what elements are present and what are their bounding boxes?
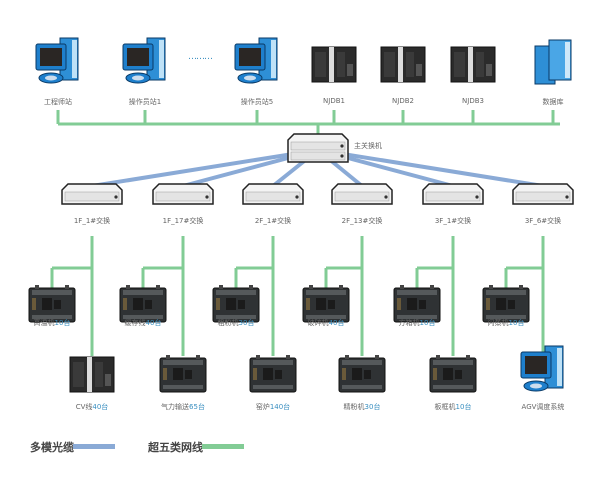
plc-device (211, 284, 261, 328)
top-node-label-text: 工程师站 (44, 98, 72, 106)
top-node-computer (32, 36, 84, 90)
device-label-text: 板框机 (434, 403, 456, 411)
controller-device (69, 354, 115, 398)
device-label-count: 40台 (145, 319, 162, 327)
device-label-text: 破碎机 (307, 319, 329, 327)
device-label-text: 粗粉机 (217, 319, 239, 327)
floor-switch-label: 1F_17#交换 (163, 216, 204, 226)
device-label-count: 40台 (92, 403, 109, 411)
top-node-label-text: 数据库 (542, 98, 564, 106)
floor-switch (241, 182, 305, 210)
device-label-text: AGV调度系统 (521, 403, 565, 411)
plc-device (481, 284, 531, 328)
top-node-label-text: NJDB1 (323, 97, 345, 105)
floor-switch (60, 182, 124, 210)
device-label: 窑炉140台 (256, 402, 290, 412)
device-label: 板框机10台 (435, 402, 472, 412)
floor-switch-label: 3F_6#交换 (525, 216, 561, 226)
device-label-count: 65台 (189, 403, 205, 411)
top-node-label: NJDB3 (462, 97, 484, 105)
computer-device (517, 344, 569, 398)
device-label: 粗粉机30台 (218, 318, 255, 328)
device-label-text: 窑炉 (255, 403, 270, 411)
device-label-count: 140台 (269, 403, 291, 411)
top-node-label-text: NJDB3 (462, 97, 484, 105)
top-node-label-text: NJDB2 (392, 97, 414, 105)
plc-device (337, 354, 387, 398)
top-node-computer (119, 36, 171, 90)
device-label-text: CV线 (75, 403, 93, 411)
top-node-computer (231, 36, 283, 90)
plc-device (428, 354, 478, 398)
legend-fiber-swatch (73, 444, 115, 449)
fiber-link (317, 148, 544, 188)
plc-device (392, 284, 442, 328)
floor-switch-label: 2F_13#交换 (342, 216, 383, 226)
top-node-label: 工程师站 (44, 97, 72, 107)
top-node-controller (380, 44, 426, 88)
plc-device (158, 354, 208, 398)
fiber-link (91, 148, 319, 188)
main-switch-label: 主关换机 (354, 141, 382, 151)
device-label-count: 10台 (508, 319, 525, 327)
device-label-count: 10台 (419, 319, 436, 327)
main-switch (286, 132, 350, 168)
device-label-text: 精粉机 (343, 403, 365, 411)
plc-device (118, 284, 168, 328)
device-label: 闪蒸机10台 (488, 318, 525, 328)
device-label: CV线40台 (76, 402, 109, 412)
device-label-text: 方箱机 (398, 319, 420, 327)
top-node-label: NJDB2 (392, 97, 414, 105)
ellipsis: ……… (188, 52, 213, 62)
floor-switch-label-text: 1F_1#交换 (73, 217, 111, 225)
top-node-label: 操作员站5 (241, 97, 273, 107)
device-label: 方箱机10台 (399, 318, 436, 328)
top-node-label: 数据库 (543, 97, 564, 107)
floor-switch (330, 182, 394, 210)
floor-switch-label-text: 3F_6#交换 (524, 217, 562, 225)
floor-switch-label-text: 1F_17#交换 (162, 217, 204, 225)
top-node-controller (450, 44, 496, 88)
device-label: 高温机10台 (34, 318, 71, 328)
device-label: 气力输送65台 (161, 402, 205, 412)
plc-device (27, 284, 77, 328)
floor-switch-label: 1F_1#交换 (74, 216, 110, 226)
floor-switch-label-text: 2F_1#交换 (254, 217, 292, 225)
floor-switch-label: 3F_1#交换 (435, 216, 471, 226)
device-label: AGV调度系统 (522, 402, 565, 412)
device-label-count: 30台 (238, 319, 255, 327)
top-node-controller (311, 44, 357, 88)
device-label-text: 气力输送 (161, 403, 190, 411)
floor-switch-label: 2F_1#交换 (255, 216, 291, 226)
legend-ethernet-label: 超五类网线 (148, 441, 203, 454)
floor-switch-label-text: 2F_13#交换 (341, 217, 383, 225)
device-label-count: 10台 (54, 319, 71, 327)
device-label-count: 10台 (455, 403, 472, 411)
device-label-count: 40台 (328, 319, 345, 327)
top-node-server (531, 36, 575, 92)
device-label: 破碎机40台 (308, 318, 345, 328)
plc-device (248, 354, 298, 398)
floor-switch (511, 182, 575, 210)
device-label-text: 高温机 (33, 319, 55, 327)
device-label-text: 缓存线 (124, 319, 146, 327)
floor-switch (421, 182, 485, 210)
device-label-text: 闪蒸机 (487, 319, 509, 327)
top-node-label-text: 操作员站1 (128, 98, 162, 106)
device-label: 精粉机30台 (344, 402, 381, 412)
device-label-count: 30台 (364, 403, 381, 411)
floor-switch-label-text: 3F_1#交换 (434, 217, 472, 225)
plc-device (301, 284, 351, 328)
top-node-label-text: 操作员站5 (240, 98, 274, 106)
legend-ethernet-swatch (202, 444, 244, 449)
floor-switch (151, 182, 215, 210)
device-label: 缓存线40台 (125, 318, 162, 328)
top-node-label: 操作员站1 (129, 97, 161, 107)
main-switch-label-text: 主关换机 (354, 142, 382, 150)
top-node-label: NJDB1 (323, 97, 345, 105)
legend-fiber-label: 多模光缆 (30, 441, 74, 454)
